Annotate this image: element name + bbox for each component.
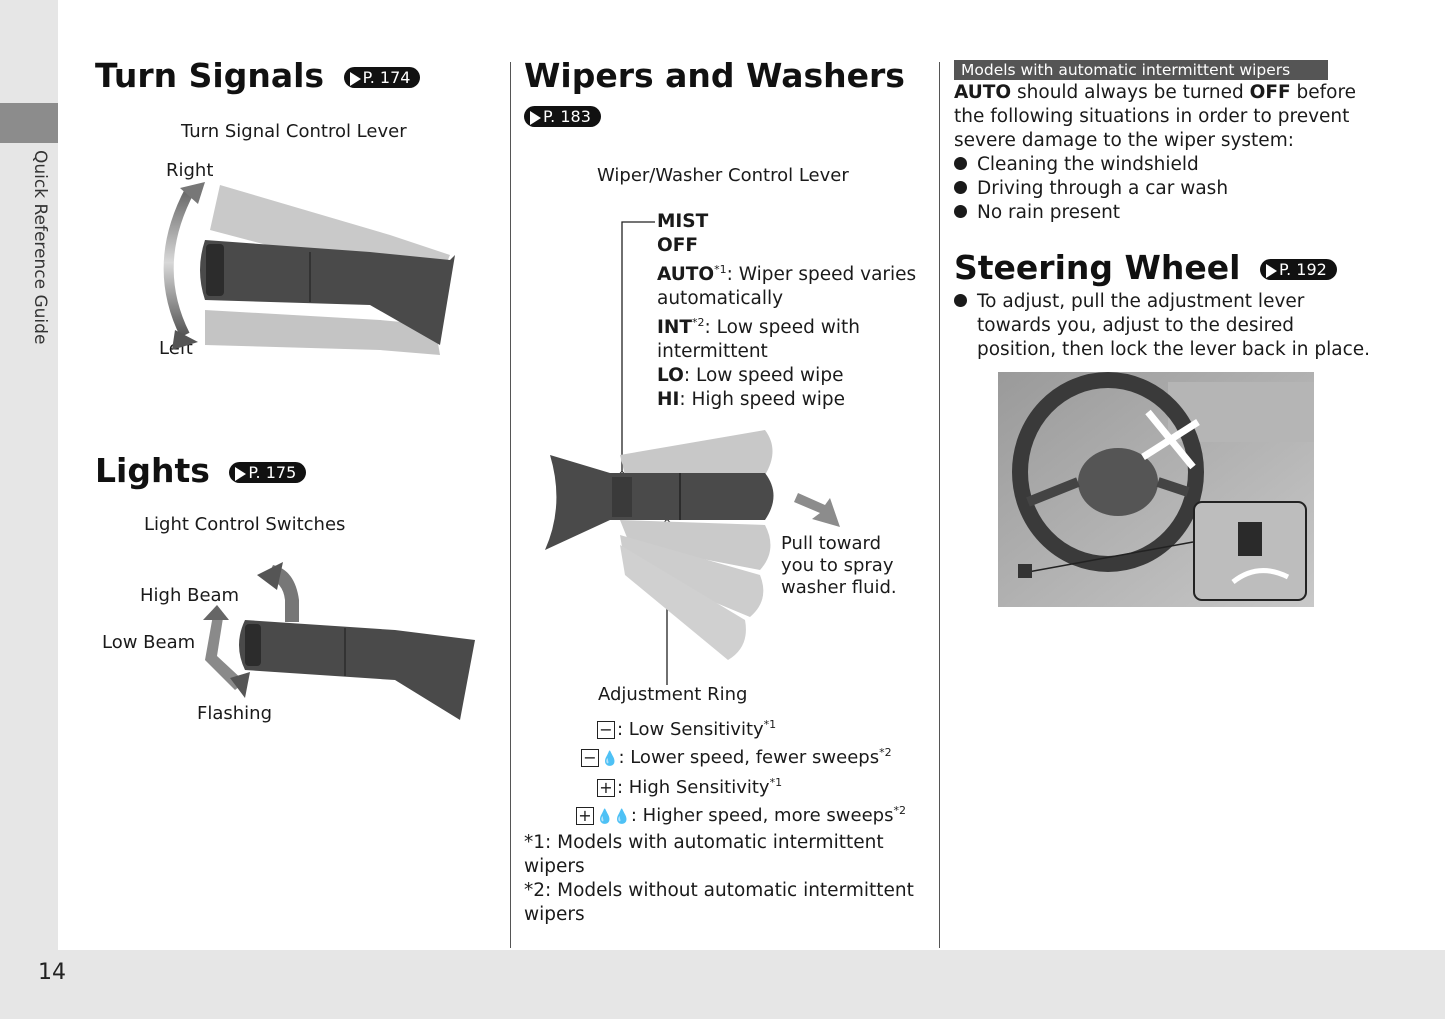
steering-wheel-photo [998, 372, 1314, 607]
plus-box-icon: + [597, 779, 615, 797]
lever-main [239, 620, 475, 720]
mist-position: MIST [657, 211, 709, 232]
lever-faded-3 [620, 535, 764, 617]
lever-end-cap [245, 624, 261, 666]
page-ref-link[interactable]: P. 175 [229, 462, 307, 483]
lights-caption: Light Control Switches [144, 514, 346, 535]
turn-signals-heading: Turn Signals P. 174 [95, 56, 421, 95]
models-note-badge: Models with automatic intermittent wiper… [954, 60, 1328, 80]
arrow-icon [349, 71, 361, 86]
int-position: INT*2: Low speed with [657, 316, 860, 339]
bullet-item: Cleaning the windshield [954, 153, 1356, 177]
sensitivity-item: −💧: Lower speed, fewer sweeps*2 [576, 741, 906, 771]
bullet-item: No rain present [954, 201, 1356, 225]
page-ref-link[interactable]: P. 174 [343, 67, 421, 88]
lever-motion-arrow-icon [1231, 568, 1290, 585]
lever-lower-faded [205, 310, 440, 355]
water-drops-icon: 💧💧 [596, 809, 631, 825]
bullet-icon [954, 156, 967, 170]
low-beam-label: Low Beam [102, 632, 196, 653]
arrow-up-small-icon [203, 605, 229, 620]
sensitivity-item: −: Low Sensitivity*1 [576, 713, 906, 741]
auto-position: AUTO*1: Wiper speed varies [657, 263, 917, 286]
lever-main [545, 455, 774, 550]
arrow-down-icon [172, 330, 198, 350]
footnote-1: *1: Models with automatic intermittent [524, 832, 884, 853]
steering-wheel-rim [1012, 372, 1204, 572]
pull-arrow-icon [205, 615, 245, 690]
steering-instructions: To adjust, pull the adjustment lever tow… [954, 290, 1370, 362]
hi-position: HI: High speed wipe [657, 389, 846, 411]
auto-note-text: AUTO should always be turned OFF before … [954, 82, 1357, 225]
page-ref-link[interactable]: P. 183 [524, 106, 601, 127]
minus-box-icon: − [597, 721, 615, 739]
chapter-tab [0, 103, 58, 143]
page-ref-link[interactable]: P. 192 [1259, 259, 1337, 280]
wiper-caption: Wiper/Washer Control Lever [597, 165, 849, 186]
wipers-heading: Wipers and Washers [524, 56, 905, 95]
adjustment-lever [1238, 522, 1262, 556]
steering-wheel-hub [1078, 448, 1158, 516]
arrow-icon [1265, 263, 1277, 278]
lever-end-cap [206, 244, 224, 296]
bullet-icon [954, 180, 967, 194]
sensitivity-item: +: High Sensitivity*1 [576, 771, 906, 799]
light-lever-illustration [203, 562, 475, 720]
plus-box-icon: + [576, 807, 594, 825]
arrow-up-icon [257, 562, 283, 590]
up-down-arc-arrow [163, 187, 195, 338]
arrow-down-icon [230, 672, 250, 698]
turn-signal-lever-illustration [163, 182, 455, 355]
adjust-direction-arrows-icon [1141, 409, 1200, 470]
side-strip [0, 0, 58, 950]
column-divider-2 [939, 62, 940, 948]
steering-heading: Steering Wheel P. 192 [954, 248, 1337, 287]
footer-bar [0, 950, 1445, 1019]
adjust-lever-marker [1018, 564, 1032, 578]
sensitivity-list: −: Low Sensitivity*1 −💧: Lower speed, fe… [576, 713, 906, 829]
pull-instruction: Pull toward you to spray washer fluid. [781, 533, 897, 598]
bullet-icon [954, 293, 967, 307]
lever-main [200, 240, 455, 345]
minus-box-icon: − [581, 749, 599, 767]
adjustment-ring-label: Adjustment Ring [598, 684, 748, 705]
steering-title: Steering Wheel [954, 248, 1241, 287]
bullet-item: Driving through a car wash [954, 177, 1356, 201]
turn-signal-caption: Turn Signal Control Lever [181, 121, 407, 142]
pull-arrow-icon [794, 493, 840, 527]
lights-title: Lights [95, 451, 210, 490]
wiper-positions-list: MIST OFF AUTO*1: Wiper speed varies auto… [657, 211, 917, 411]
page-number: 14 [38, 960, 66, 985]
lights-heading: Lights P. 175 [95, 451, 307, 490]
arrow-icon [530, 110, 541, 125]
chapter-label: Quick Reference Guide [30, 150, 50, 345]
high-beam-label: High Beam [140, 585, 240, 606]
lever-faded-4 [620, 545, 746, 660]
footnote-2: *2: Models without automatic intermitten… [524, 880, 914, 901]
lever-ring [612, 477, 632, 517]
wiper-lever-illustration [545, 221, 840, 685]
lo-position: LO: Low speed wipe [657, 365, 844, 387]
water-drop-icon: 💧 [601, 751, 619, 767]
footnotes: *1: Models with automatic intermittent w… [524, 832, 914, 925]
callout-line [1027, 541, 1194, 573]
steering-spoke [1156, 477, 1190, 497]
mist-leader-line [621, 221, 655, 477]
lever-faded-2 [620, 520, 771, 570]
column-divider-1 [510, 62, 511, 948]
bullet-icon [954, 204, 967, 218]
sensitivity-item: +💧💧: Higher speed, more sweeps*2 [576, 799, 906, 829]
off-position: OFF [657, 235, 699, 256]
turn-signals-title: Turn Signals [95, 56, 325, 95]
steering-spoke [1026, 477, 1080, 507]
arrow-icon [235, 466, 247, 481]
arrow-up-icon [180, 182, 205, 204]
right-label: Right [166, 160, 214, 181]
flashing-label: Flashing [197, 703, 273, 724]
